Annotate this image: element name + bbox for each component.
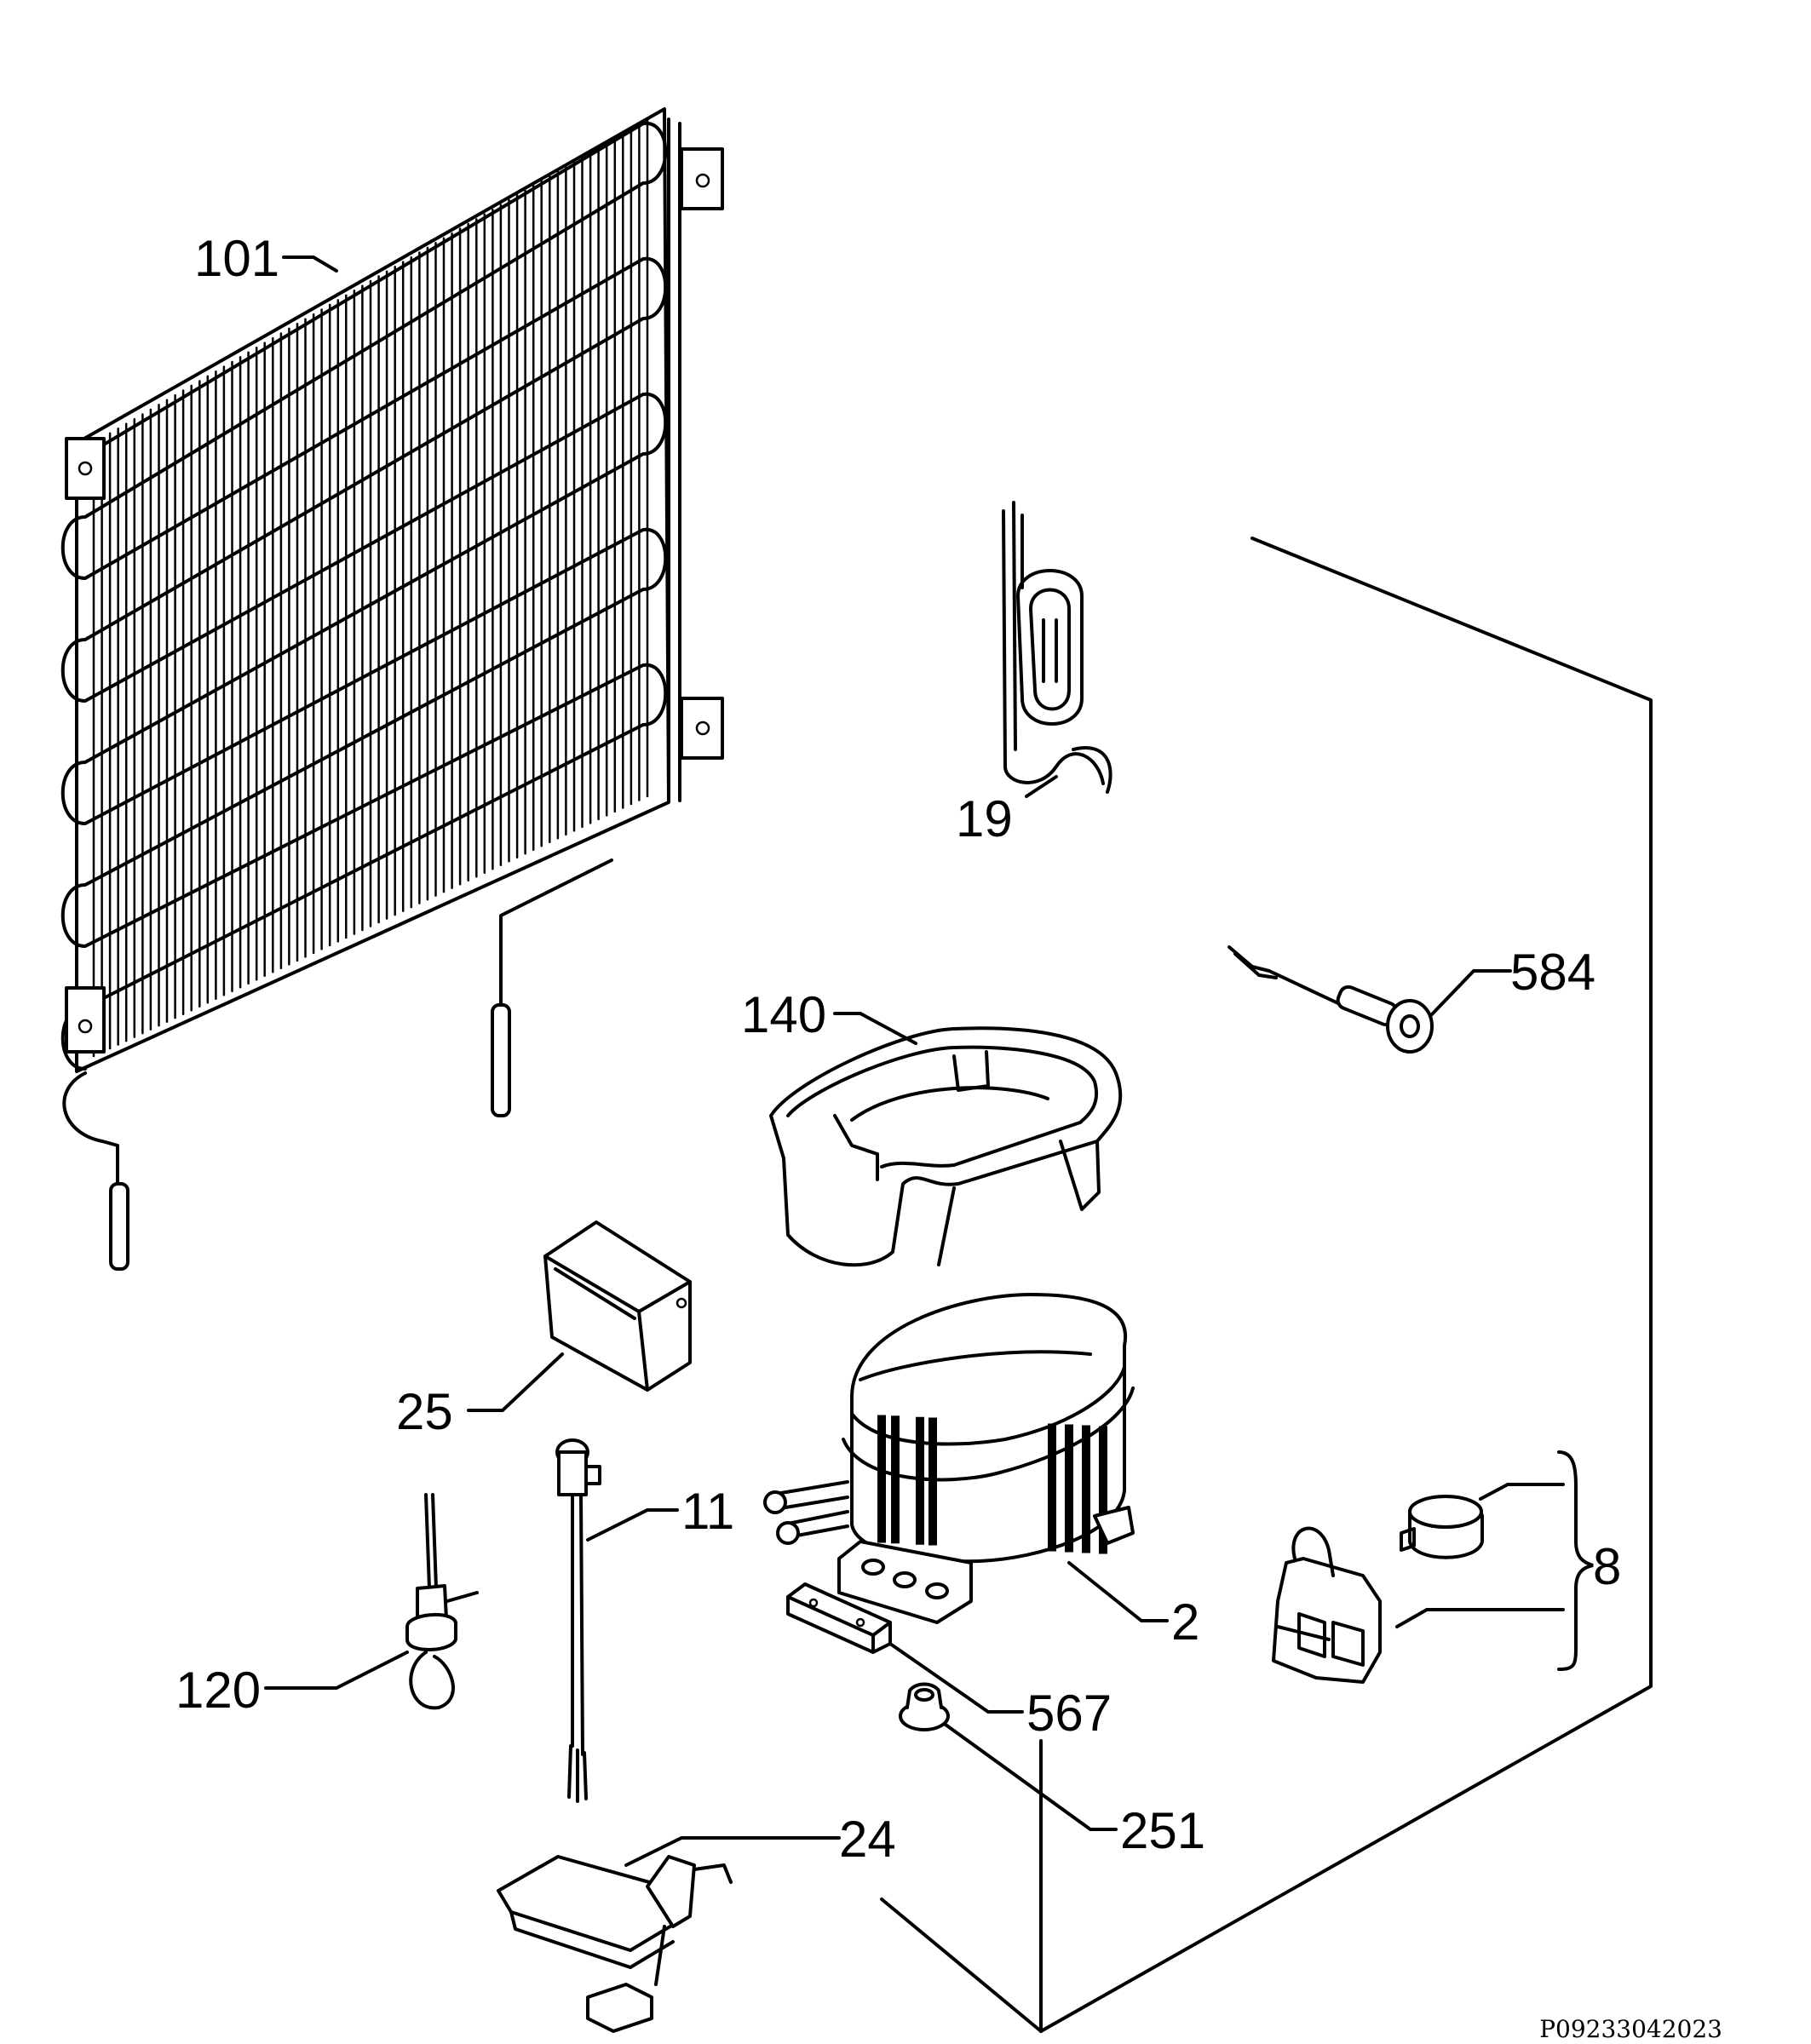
- bracket-top-right: [680, 147, 724, 210]
- starter-relay-8[interactable]: [1272, 1495, 1484, 1684]
- connector-120[interactable]: [405, 1493, 479, 1710]
- bracket-8: [1557, 1450, 1594, 1671]
- bracket-left-upper: [65, 437, 106, 500]
- bracket-mid-right: [680, 697, 724, 760]
- leader-8-upper: [1479, 1483, 1565, 1501]
- compressor-2[interactable]: [763, 1293, 1135, 1624]
- callout-25: 25: [396, 1383, 453, 1440]
- compressor-stripes: [877, 1415, 1107, 1554]
- callout-567: 567: [1026, 1685, 1112, 1742]
- grommet-251[interactable]: [899, 1682, 950, 1731]
- callout-140: 140: [741, 986, 826, 1043]
- leader-140: [833, 1012, 917, 1045]
- callout-labels: 101 19 584 140 25 11 2 8 120 567 251 24: [175, 230, 1621, 1868]
- leader-567: [888, 1642, 1024, 1714]
- relay-box-25[interactable]: [543, 1220, 692, 1392]
- leader-11: [586, 1508, 679, 1542]
- thermostat-wire-11[interactable]: [555, 1438, 601, 1803]
- cable-harness-19[interactable]: [1002, 501, 1112, 794]
- leader-101: [282, 256, 338, 273]
- leader-120: [264, 1651, 409, 1690]
- sensor-584[interactable]: [1227, 945, 1434, 1054]
- drip-tray-140[interactable]: [769, 1026, 1123, 1267]
- drawing-reference: P09233042023: [1539, 2015, 1722, 2043]
- callout-8: 8: [1593, 1538, 1621, 1595]
- callout-2: 2: [1171, 1593, 1199, 1651]
- callout-120: 120: [175, 1662, 261, 1719]
- leader-25: [467, 1352, 564, 1412]
- leader-251: [944, 1723, 1118, 1831]
- condenser-101[interactable]: [60, 107, 724, 1271]
- mounting-plate-567[interactable]: [786, 1582, 892, 1654]
- cabinet-outline: [880, 537, 1653, 2033]
- callout-24: 24: [839, 1811, 896, 1868]
- leader-19: [1025, 775, 1058, 798]
- callout-19: 19: [956, 790, 1013, 847]
- leader-24: [624, 1836, 841, 1867]
- leader-584: [1429, 969, 1512, 1017]
- callout-101: 101: [194, 230, 279, 287]
- callout-251: 251: [1120, 1802, 1205, 1859]
- condenser-coil: [60, 121, 668, 1071]
- callout-584: 584: [1510, 944, 1595, 1001]
- condenser-fins: [92, 118, 649, 1058]
- leader-lines: [264, 256, 1594, 1867]
- harness-bracket-24[interactable]: [497, 1855, 733, 2033]
- leader-2: [1067, 1561, 1169, 1622]
- leader-8-lower: [1395, 1608, 1565, 1628]
- callout-11: 11: [681, 1483, 734, 1540]
